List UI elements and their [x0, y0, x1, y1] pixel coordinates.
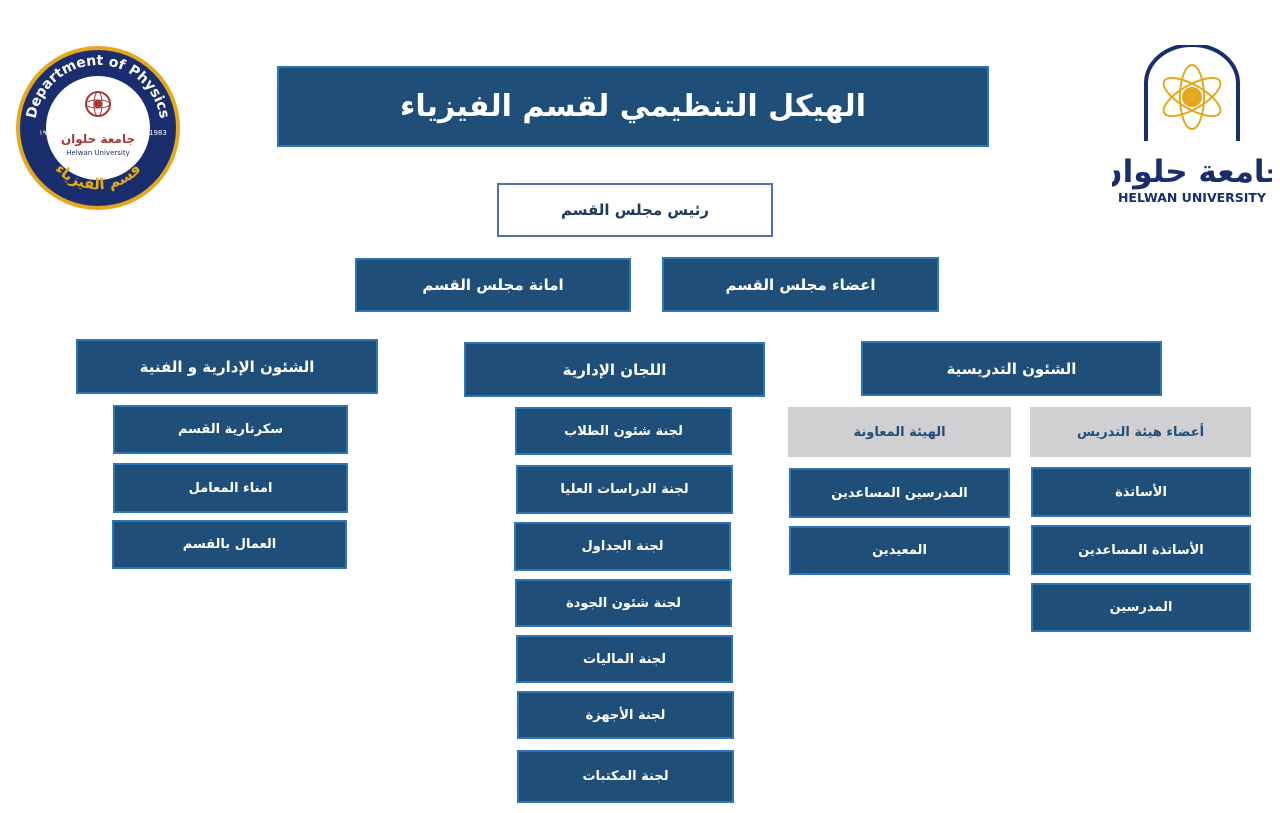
- committee-item: لجنة المكتبات: [517, 750, 734, 803]
- committee-item: لجنة الجداول: [514, 522, 731, 571]
- faculty-item-label: المدرسين: [1109, 600, 1173, 615]
- teaching-label: الشئون التدريسية: [946, 359, 1077, 378]
- committee-item-label: لجنة المكتبات: [582, 769, 669, 784]
- admin-tech-label: الشئون الإدارية و الفنية: [139, 357, 315, 376]
- council-members-box: اعضاء مجلس القسم: [662, 257, 939, 312]
- assistant-staff-item: المدرسين المساعدين: [789, 468, 1010, 518]
- assistant-staff-label: الهيئة المعاونة: [853, 424, 946, 440]
- year-right: 1983: [149, 129, 167, 137]
- year-left: ١٩٨٣: [39, 129, 54, 137]
- committees-branch: اللجان الإدارية: [464, 342, 765, 397]
- admin-item-label: العمال بالقسم: [182, 537, 277, 552]
- atom-icon: [1162, 64, 1222, 130]
- committee-item-label: لجنة الأجهزة: [585, 707, 666, 723]
- head-label: رئيس مجلس القسم: [560, 201, 710, 219]
- faculty-item: الأساتذة: [1031, 467, 1251, 517]
- logo-center-english: Helwan University: [66, 149, 130, 157]
- university-arabic-name: جامعة حلوان: [1112, 154, 1272, 190]
- faculty-header: أعضاء هيئة التدريس: [1030, 407, 1251, 457]
- council-members-label: اعضاء مجلس القسم: [725, 275, 876, 294]
- helwan-emblem-icon: [85, 91, 111, 117]
- head-box: رئيس مجلس القسم: [497, 183, 773, 237]
- committee-item: لجنة شئون الجودة: [515, 579, 732, 627]
- committee-item-label: لجنة الدراسات العليا: [560, 482, 689, 497]
- logo-center-arabic: جامعة حلوان: [61, 132, 135, 147]
- committee-item: لجنة الدراسات العليا: [516, 465, 733, 514]
- university-english-name: HELWAN UNIVERSITY: [1118, 190, 1267, 205]
- assistant-staff-header: الهيئة المعاونة: [788, 407, 1011, 457]
- faculty-item: الأساتذة المساعدين: [1031, 525, 1251, 575]
- helwan-university-logo: جامعة حلوان HELWAN UNIVERSITY: [1112, 45, 1272, 205]
- chart-title-text: الهيكل التنظيمي لقسم الفيزياء: [400, 89, 866, 124]
- assistant-staff-item-label: المعيدين: [872, 543, 927, 558]
- faculty-item-label: الأساتذة المساعدين: [1078, 542, 1204, 558]
- admin-item: سكرتارية القسم: [113, 405, 348, 454]
- committee-item-label: لجنة شئون الجودة: [565, 595, 682, 611]
- committee-item-label: لجنة شئون الطلاب: [564, 423, 683, 439]
- admin-item-label: امناء المعامل: [188, 480, 273, 496]
- admin-item: العمال بالقسم: [112, 520, 347, 569]
- committee-item: لجنة الماليات: [516, 635, 733, 683]
- committee-item-label: لجنة الجداول: [581, 539, 664, 554]
- assistant-staff-item: المعيدين: [789, 526, 1010, 575]
- chart-title: الهيكل التنظيمي لقسم الفيزياء: [277, 66, 989, 147]
- committee-item: لجنة شئون الطلاب: [515, 407, 732, 455]
- faculty-item: المدرسين: [1031, 583, 1251, 632]
- admin-tech-branch: الشئون الإدارية و الفنية: [76, 339, 378, 394]
- committee-item: لجنة الأجهزة: [517, 691, 734, 739]
- admin-item-label: سكرتارية القسم: [177, 422, 284, 437]
- faculty-label: أعضاء هيئة التدريس: [1076, 424, 1205, 440]
- council-secretariat-label: امانة مجلس القسم: [422, 276, 564, 294]
- faculty-item-label: الأساتذة: [1115, 484, 1167, 500]
- committees-label: اللجان الإدارية: [562, 360, 667, 379]
- admin-item: امناء المعامل: [113, 463, 348, 513]
- council-secretariat-box: امانة مجلس القسم: [355, 258, 631, 312]
- committee-item-label: لجنة الماليات: [582, 651, 667, 667]
- teaching-branch: الشئون التدريسية: [861, 341, 1162, 396]
- physics-department-logo: Department of Physics قسم الفيزياء ١٩٨٣ …: [16, 46, 180, 210]
- assistant-staff-item-label: المدرسين المساعدين: [831, 485, 968, 501]
